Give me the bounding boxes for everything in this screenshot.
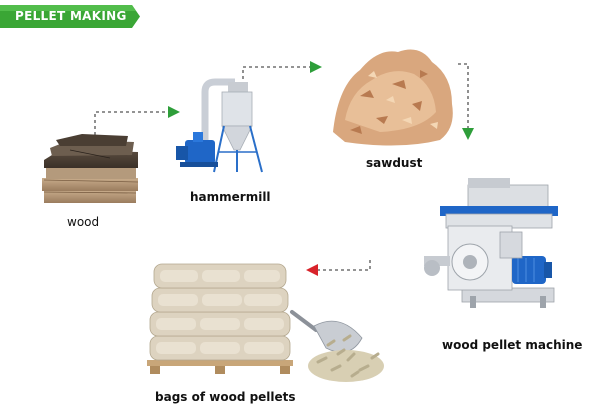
green-arrow-icon xyxy=(168,106,180,118)
connector-hammermill-to-sawdust xyxy=(242,61,322,85)
title-banner xyxy=(0,5,140,28)
connector-machine-to-bags xyxy=(306,260,371,276)
step-label-bags: bags of wood pellets xyxy=(155,390,296,404)
step-label-machine: wood pellet machine xyxy=(442,338,583,352)
title-text: PELLET MAKING xyxy=(15,9,127,23)
step-label-hammermill: hammermill xyxy=(190,190,271,204)
connector-sawdust-to-machine xyxy=(458,63,474,140)
green-arrow-icon xyxy=(462,128,474,140)
red-arrow-icon xyxy=(306,264,318,276)
connector-wood-to-hammermill xyxy=(94,106,180,135)
green-arrow-icon xyxy=(310,61,322,73)
step-label-wood: wood xyxy=(67,215,100,229)
step-label-sawdust: sawdust xyxy=(366,156,423,170)
